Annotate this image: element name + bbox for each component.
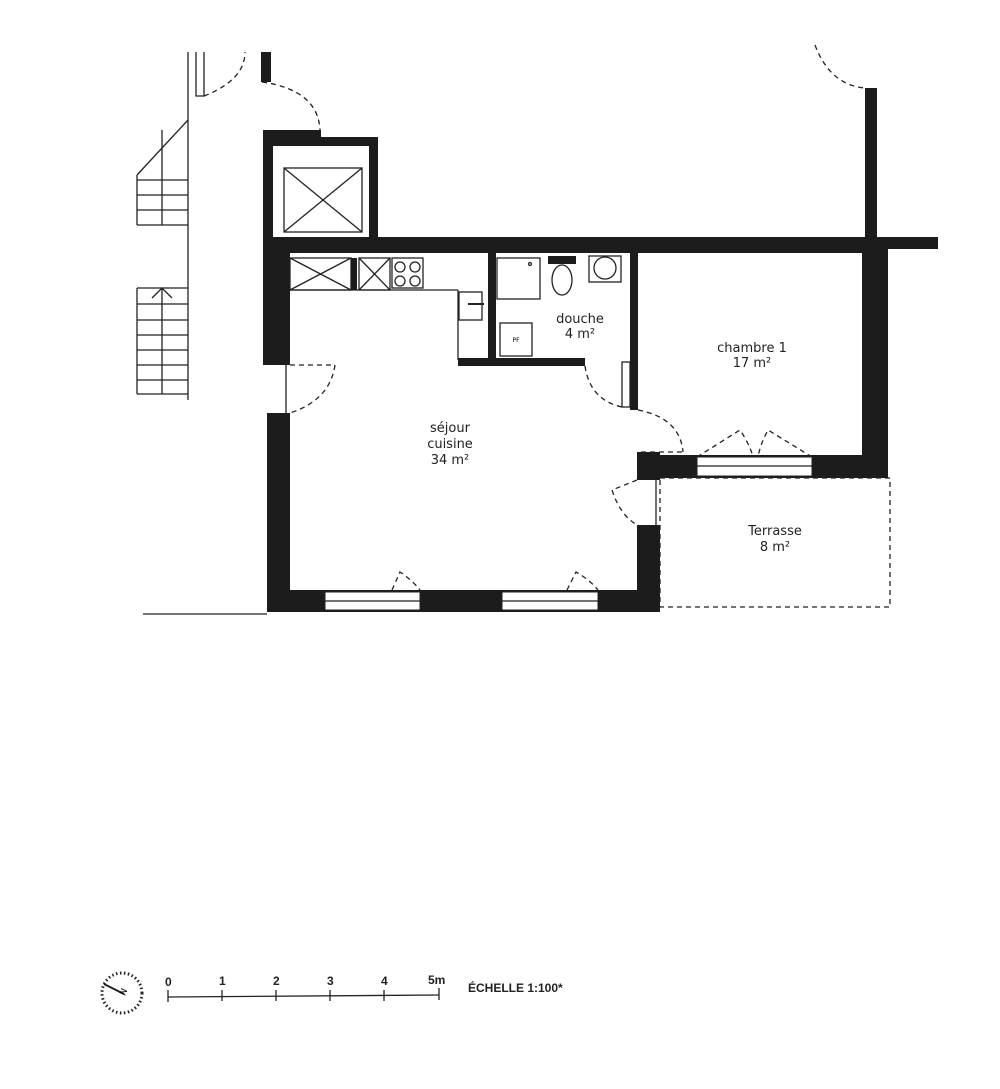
room-name-cuisine: cuisine bbox=[427, 437, 473, 452]
scale-tick-2: 2 bbox=[273, 974, 280, 988]
scale-label: ÉCHELLE 1:100* bbox=[468, 980, 563, 995]
room-area-douche: 4 m² bbox=[565, 327, 595, 342]
exterior-context bbox=[143, 44, 877, 615]
north-arrow-icon: N bbox=[100, 971, 144, 1015]
scale-tick-4: 4 bbox=[381, 974, 388, 988]
room-name-douche: douche bbox=[556, 312, 604, 327]
scale-tick-3: 3 bbox=[327, 974, 334, 988]
svg-text:N: N bbox=[118, 987, 130, 997]
doors bbox=[285, 364, 813, 591]
elevator-shaft bbox=[263, 130, 378, 237]
room-area-sejour: 34 m² bbox=[431, 453, 470, 468]
room-name-sejour: séjour bbox=[430, 421, 471, 436]
scale-tick-1: 1 bbox=[219, 974, 226, 988]
staircase bbox=[136, 119, 189, 395]
room-name-chambre: chambre 1 bbox=[717, 341, 787, 356]
walls bbox=[263, 237, 938, 612]
bathroom-fixtures: PF bbox=[496, 255, 622, 357]
kitchen-fixtures bbox=[289, 257, 484, 321]
room-name-terrasse: Terrasse bbox=[747, 524, 802, 539]
fridge-label: PF bbox=[512, 337, 520, 344]
scale-bar: 0 1 2 3 4 5m ÉCHELLE 1:100* bbox=[165, 973, 563, 1002]
scale-tick-5: 5m bbox=[428, 973, 445, 987]
room-area-terrasse: 8 m² bbox=[760, 540, 790, 555]
room-area-chambre: 17 m² bbox=[733, 356, 772, 371]
scale-tick-0: 0 bbox=[165, 975, 172, 989]
